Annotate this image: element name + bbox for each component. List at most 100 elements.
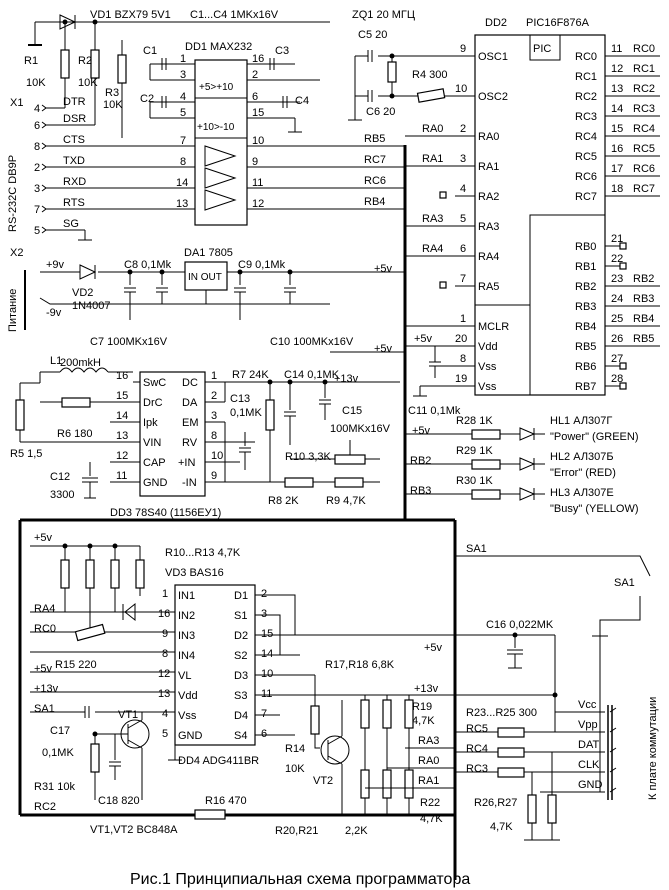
c5-label: C5 20 — [358, 29, 387, 41]
dd2-pin-12: 12 — [611, 63, 623, 75]
plus5v-2: +5v — [374, 343, 393, 355]
x1-pin-4: 4 — [34, 103, 40, 115]
zq1-label: ZQ1 20 МГЦ — [352, 9, 415, 21]
vt1-label: VT1 — [118, 709, 138, 721]
ra5-label: RA5 — [478, 281, 499, 293]
c15-value: 100MKx16V — [330, 423, 391, 435]
rts-label: RTS — [63, 197, 85, 209]
rc1-label: RC1 — [575, 71, 597, 83]
figure-caption: Рис.1 Принципиальная схема программатора — [130, 871, 470, 888]
r4-label: R4 300 — [412, 69, 447, 81]
dd1-pin-5: 5 — [180, 107, 186, 119]
net-rb2-led: RB2 — [410, 455, 431, 467]
junction-dots — [62, 19, 558, 737]
ra4-label: RA4 — [478, 251, 499, 263]
dd3-pin-15: 15 — [116, 390, 128, 402]
net-ra0-lower: RA0 — [418, 755, 439, 767]
dd4-pin-1: 1 — [162, 588, 168, 600]
x1-pin-8: 8 — [34, 141, 40, 153]
vdd-label: Vdd — [478, 341, 498, 353]
dd4-pin-7: 7 — [261, 708, 267, 720]
net-rc1: RC1 — [633, 63, 655, 75]
rb2-label: RB2 — [575, 281, 596, 293]
rb0-label: RB0 — [575, 241, 596, 253]
r19-value: 4,7K — [412, 715, 435, 727]
dd3-vin: VIN — [143, 437, 161, 449]
net-rc7: RC7 — [633, 183, 655, 195]
x1-pin-5: 5 — [34, 225, 40, 237]
net-rb5: RB5 — [633, 333, 654, 345]
r16-label: R16 470 — [205, 795, 247, 807]
r14-label: R14 — [285, 743, 305, 755]
r14-value: 10K — [285, 763, 305, 775]
dd4-d4: D4 — [234, 710, 248, 722]
signal-buses — [18, 145, 457, 880]
dd4-pin-10: 10 — [261, 668, 273, 680]
x1-pin-6: 6 — [34, 120, 40, 132]
dd4-pin-6: 6 — [261, 728, 267, 740]
rb7-label: RB7 — [575, 381, 596, 393]
x1-connector: X1 RS-232C DB9P 4 6 8 2 3 7 5 DTR DSR CT… — [7, 96, 195, 241]
vcc-label: Vcc — [578, 699, 597, 711]
dd2-pin-2: 2 — [460, 123, 466, 135]
da1-label: DA1 7805 — [184, 247, 233, 259]
dd1-pin-11: 11 — [252, 177, 263, 189]
dd3-pin-16: 16 — [116, 370, 128, 382]
txd-label: TXD — [63, 155, 85, 167]
c10-label: C10 100MKx16V — [270, 336, 354, 348]
clk-label: CLK — [578, 759, 600, 771]
osc1-label: OSC1 — [478, 51, 508, 63]
dd3-pin-13: 13 — [116, 430, 128, 442]
c14-label: C14 0,1MK — [284, 369, 340, 381]
net-rb4: RB4 — [364, 196, 385, 208]
p13v-dd3: +13v — [334, 373, 359, 385]
sa1-label: SA1 — [614, 577, 635, 589]
dd3-pin-10: 10 — [211, 450, 223, 462]
c13-label: C13 — [230, 393, 250, 405]
c8-label: C8 0,1Mk — [124, 259, 172, 271]
dd2-pin-11: 11 — [611, 43, 622, 55]
r26r27-value: 4,7K — [490, 821, 513, 833]
rc0-label: RC0 — [575, 51, 597, 63]
net-rc0-lower: RC0 — [34, 623, 56, 635]
rb5-label: RB5 — [575, 341, 596, 353]
dd1-pin-2: 2 — [252, 69, 258, 81]
plus5v-label: +5v — [374, 263, 393, 275]
r7-label: R7 24K — [232, 369, 269, 381]
r26r27-label: R26,R27 — [474, 797, 517, 809]
dd1-pin-16: 16 — [252, 53, 264, 65]
c9-label: C9 0,1Mk — [238, 259, 286, 271]
gndc-label: GND — [578, 779, 603, 791]
r1-value: 10K — [26, 77, 46, 89]
rc4-label: RC4 — [575, 131, 597, 143]
vss-label-1: Vss — [478, 361, 497, 373]
net-rc4-lower: RC4 — [466, 743, 488, 755]
c13-value: 0,1MK — [230, 407, 262, 419]
vd3-label: VD3 BAS16 — [165, 567, 224, 579]
vd2-label: VD2 — [72, 287, 93, 299]
dd3-cap: CAP — [143, 457, 166, 469]
dd4-pin-2: 2 — [261, 588, 267, 600]
dd2-pin-26: 26 — [611, 333, 623, 345]
dd1-pin-4: 4 — [180, 91, 186, 103]
rc2-label: RC2 — [575, 91, 597, 103]
net-rc3-lower: RC3 — [466, 763, 488, 775]
dd4-d3: D3 — [234, 670, 248, 682]
r30-label: R30 1K — [456, 475, 493, 487]
c17-value: 0,1MK — [42, 747, 74, 759]
dat-label: DAT — [578, 739, 599, 751]
plus13v-right: +13v — [414, 683, 439, 695]
r23r25-label: R23...R25 300 — [466, 707, 537, 719]
r6-label: R6 180 — [57, 428, 92, 440]
net-rc5: RC5 — [633, 143, 655, 155]
dd3-label: DD3 78S40 (1156ЕУ1) — [110, 507, 221, 519]
plus5v-lower: +5v — [34, 532, 53, 544]
dd2-pin-15: 15 — [611, 123, 623, 135]
dd2-pin-14: 14 — [611, 103, 623, 115]
c2-label: C2 — [140, 93, 154, 105]
rc6-label: RC6 — [575, 171, 597, 183]
plus5v-led: +5v — [412, 425, 431, 437]
r22-value: 4,7K — [420, 813, 443, 825]
dd2-pin-8: 8 — [460, 353, 466, 365]
rb3-label: RB3 — [575, 301, 596, 313]
